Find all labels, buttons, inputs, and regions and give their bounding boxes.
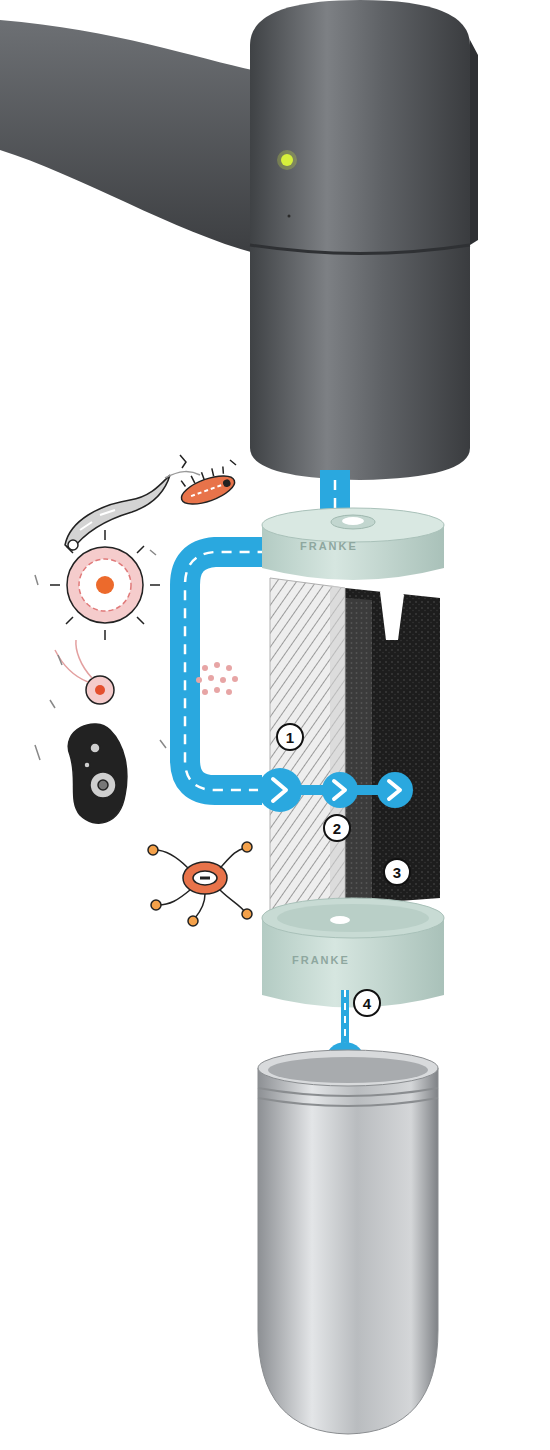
filter-housing-part [268,1057,428,1083]
microbes-part-part [188,916,198,926]
microbes-part-part [181,465,225,489]
microbes-part [80,510,115,530]
filter-layers [270,578,440,938]
microbes-part [68,724,127,823]
microbes [35,455,252,926]
filter-housing-part [258,1050,438,1086]
filter-bottom-cap-part [262,898,444,938]
filter-housing-part [258,1088,438,1096]
microbes-part-part [232,676,238,682]
microbes-part-part [220,677,226,683]
filter-top-cap-part [262,508,444,542]
microbes-part-part [50,530,160,640]
microbes-part-part [191,485,221,496]
microbes-part-part [208,675,214,681]
callout-number: 3 [383,858,411,886]
faucet-part [288,215,291,218]
microbes-part-part [155,848,245,918]
filter-layers-part [330,585,345,938]
microbes-part [65,475,170,550]
microbes-part-part [223,479,231,487]
microbes-part [175,463,238,510]
microbes-part [35,550,166,760]
microbes-part-part [151,900,161,910]
microbes-part-part [95,685,105,695]
microbes-part [196,662,238,695]
callout-number: 1 [276,723,304,751]
microbes-part-part [200,877,210,880]
microbes-part-part [226,665,232,671]
microbes-part-part [242,909,252,919]
microbes-part-part [67,547,143,623]
filter-bottom-cap-part [277,904,429,932]
microbes-part-part [242,842,252,852]
flow-chevrons-part [258,768,302,812]
microbes-part-part [79,559,131,611]
brand-name: FRANKE [292,954,350,966]
microbes-part-part [196,677,202,683]
microbes-part-part [90,743,100,753]
flow-chevrons-part [389,781,400,799]
microbes-part-part [96,576,114,594]
microbes-part-part [178,470,238,510]
filter-bottom-cap-part [330,916,350,924]
faucet-part [277,150,297,170]
flow-chevrons-part [322,772,358,808]
microbes-part [55,640,114,704]
faucet [0,0,478,480]
microbes-part-part [86,676,114,704]
microbes-part-part [202,665,208,671]
filter-bottom-cap [262,898,444,1008]
microbes-part-part [214,662,220,668]
microbes-part-part [193,871,217,885]
filter-housing-part [258,1068,438,1434]
microbes-part-part [214,687,220,693]
microbes-part-part [148,845,158,855]
microbes-part-part [68,724,127,823]
brand-name: FRANKE [300,540,358,552]
faucet-part [470,40,478,245]
filter-top-cap-part [331,515,375,529]
faucet-part [250,0,470,480]
faucet-part [250,245,470,254]
microbes-part-part [202,689,208,695]
filter-top-cap [262,508,444,580]
microbes-part-part [90,772,116,798]
outflow-arrow-part [344,990,346,1050]
filter-layers-part [380,584,404,640]
filter-top-cap-part [342,517,364,525]
filter-housing-part [258,1098,438,1106]
flow-chevrons [258,768,413,812]
microbes-part [165,472,200,478]
flow-chevrons-part [355,785,380,795]
filter-layers-part [270,578,345,938]
callout-number: 4 [353,989,381,1017]
flow-chevrons-part [377,772,413,808]
microbes-part-part [226,689,232,695]
microbes-part-part [98,780,108,790]
microbes-part [50,530,160,640]
microbes-part [180,455,236,468]
microbes-part-part [84,762,90,768]
filter-housing [258,1050,438,1434]
flow-chevrons-part [300,785,325,795]
callout-number: 2 [323,814,351,842]
flow-chevrons-part [273,779,286,801]
flow-chevrons-part [334,781,345,799]
faucet-part [0,20,262,255]
microbes-part [148,842,252,926]
